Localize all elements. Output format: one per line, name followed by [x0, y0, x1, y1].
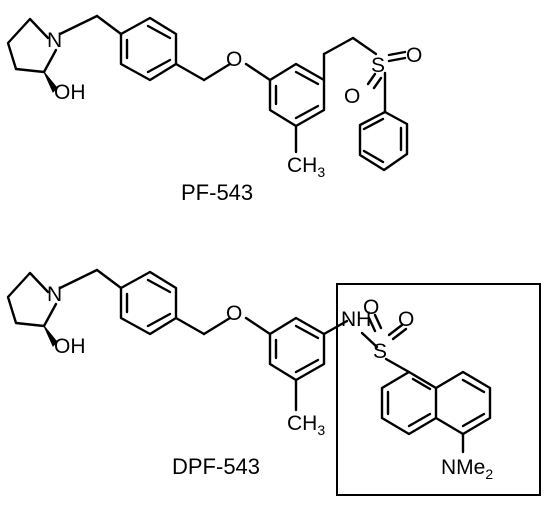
methyl-label: CH3 — [287, 154, 325, 180]
methyl-label: CH3 — [287, 412, 325, 438]
ether-oxygen-label: O — [226, 48, 242, 71]
pf543-atom-labels: N OH O S O O CH3 — [47, 29, 422, 180]
nitrogen-label: N — [47, 29, 62, 52]
molecule-dpf-543: N OH O NH S O O CH3 NMe2 DPF-543 — [6, 268, 541, 496]
ether-oxygen-label: O — [226, 302, 242, 325]
sulfur-label: S — [373, 340, 387, 363]
sulfonyl-oxygen-2-label: O — [344, 85, 360, 108]
sulfonamide-nh-label: NH — [341, 308, 371, 331]
hydroxyl-label: OH — [54, 81, 86, 104]
dimethylamino-label-subscript: 2 — [485, 466, 493, 482]
methyl-label-subscript: 3 — [317, 164, 325, 180]
sulfonyl-oxygen-2-label: O — [398, 308, 414, 331]
sulfonyl-oxygen-1-label: O — [406, 44, 422, 67]
dpf543-caption: DPF-543 — [172, 454, 260, 479]
sulfur-label: S — [371, 54, 385, 77]
methyl-label-subscript: 3 — [317, 422, 325, 438]
pf543-caption: PF-543 — [181, 180, 253, 205]
nitrogen-label: N — [47, 283, 62, 306]
sulfonyl-oxygen-1-label: O — [363, 296, 379, 319]
dansyl-highlight-box — [336, 283, 541, 496]
pf543-bonds — [6, 14, 409, 172]
dimethylamino-label-main: NMe — [441, 456, 485, 479]
dpf543-atom-labels: N OH O NH S O O CH3 NMe2 — [47, 283, 493, 482]
dimethylamino-label: NMe2 — [441, 456, 493, 482]
methyl-label-main: CH — [287, 154, 317, 177]
hydroxyl-label: OH — [54, 335, 86, 358]
methyl-label-main: CH — [287, 412, 317, 435]
molecule-pf-543: N OH O S O O CH3 PF-543 — [6, 14, 422, 205]
dpf543-bonds — [6, 268, 492, 454]
